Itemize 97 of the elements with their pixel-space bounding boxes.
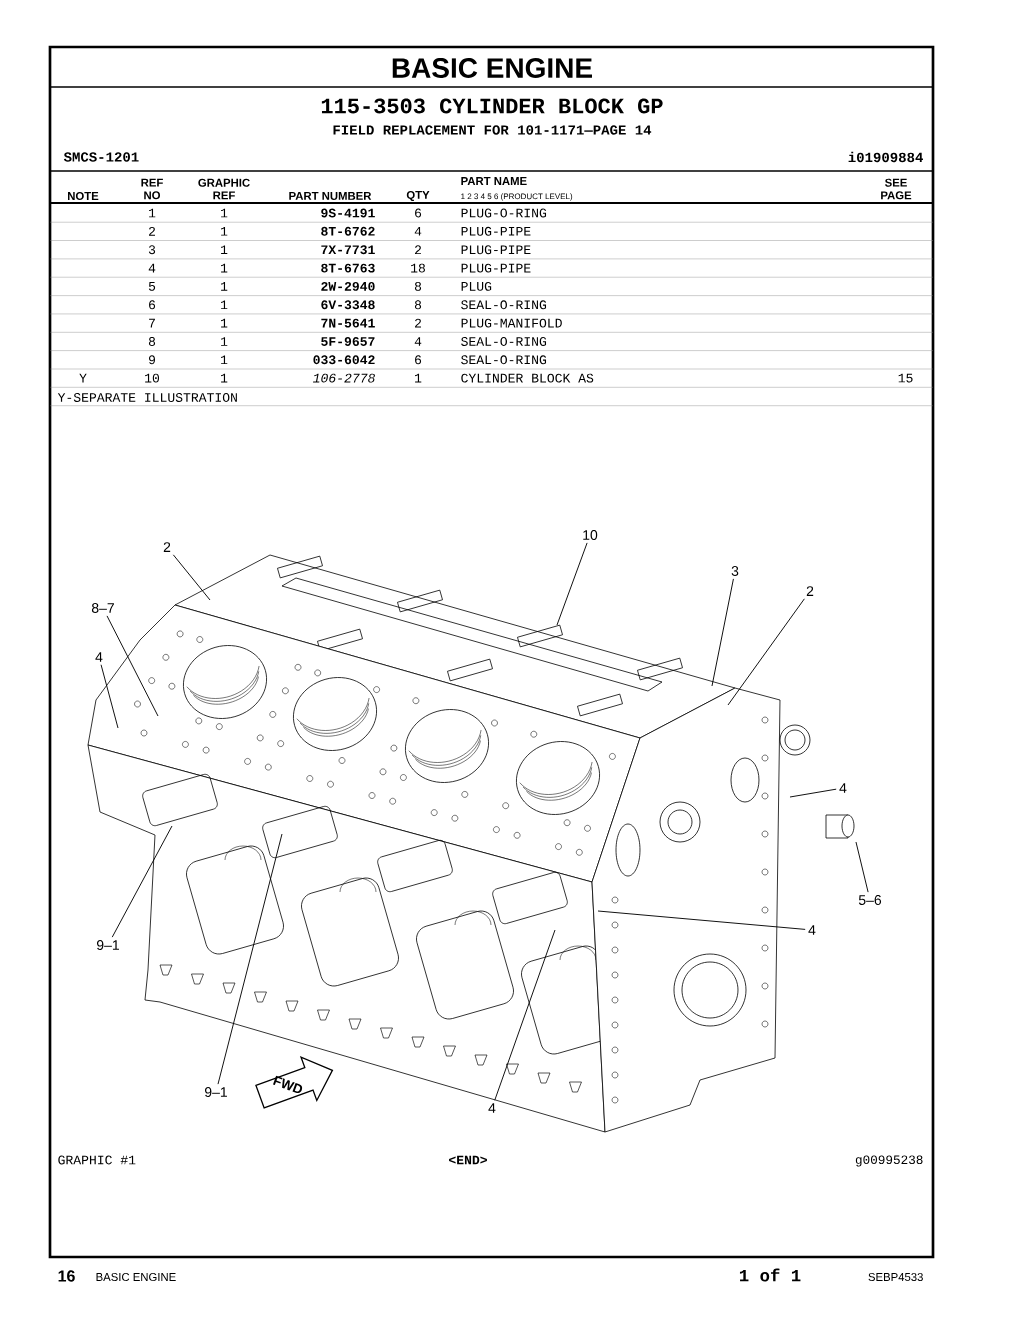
table-cell: 4 xyxy=(148,263,156,273)
table-cell: 1 xyxy=(221,373,228,383)
table-cell: PLUG-MANIFOLD xyxy=(461,318,562,328)
table-cell: 7X-7731 xyxy=(321,245,375,255)
callout-number: 2 xyxy=(163,542,171,552)
table-cell: 1 xyxy=(221,227,228,236)
column-header: PART NUMBER xyxy=(289,192,372,200)
page-number: 16 xyxy=(58,1270,75,1282)
table-cell: 7N-5641 xyxy=(321,318,375,328)
document-number: SEBP4533 xyxy=(868,1273,923,1281)
table-cell: 2W-2940 xyxy=(321,281,375,291)
leader-line xyxy=(494,929,556,1101)
column-header: QTY xyxy=(406,190,430,202)
table-cell: 8 xyxy=(414,281,422,291)
table-cell: PLUG-PIPE xyxy=(461,263,531,273)
table-cell: SEAL-O-RING xyxy=(461,300,547,310)
table-cell: 1 xyxy=(149,208,156,218)
table-cell: 6 xyxy=(415,355,422,365)
leader-line xyxy=(597,910,806,930)
code-label: i01909884 xyxy=(848,151,923,163)
table-cell: 8 xyxy=(414,300,422,310)
table-cell: 1 xyxy=(221,337,228,346)
table-cell: 8 xyxy=(148,337,156,346)
end-marker: <END> xyxy=(449,1155,487,1165)
leader-line xyxy=(111,825,173,938)
column-header: 1 2 3 4 5 6 (PRODUCT LEVEL) xyxy=(461,193,573,201)
leader-line xyxy=(711,578,734,687)
page-title: BASIC ENGINE xyxy=(392,58,592,78)
table-cell: 5F-9657 xyxy=(321,337,375,346)
table-cell: SEAL-O-RING xyxy=(461,355,547,365)
table-cell: 6 xyxy=(149,300,156,310)
callout-number: 8–7 xyxy=(91,603,114,613)
table-cell: 106-2778 xyxy=(313,373,375,383)
column-header: PART NAME xyxy=(461,177,527,185)
column-header: REF NO xyxy=(141,178,163,200)
table-cell: 6V-3348 xyxy=(321,300,375,310)
table-cell: 10 xyxy=(145,373,160,383)
table-cell: 033-6042 xyxy=(313,355,375,365)
table-cell: 7 xyxy=(149,318,155,328)
table-cell: 15 xyxy=(898,373,913,383)
leader-line xyxy=(100,664,119,729)
column-header: GRAPHIC REF xyxy=(198,178,250,200)
table-cell: PLUG-PIPE xyxy=(461,245,531,255)
table-cell: 2 xyxy=(415,245,421,255)
table-cell: 9S-4191 xyxy=(321,208,375,218)
callout-number: 4 xyxy=(808,925,816,935)
table-cell: 4 xyxy=(414,227,422,236)
table-cell: PLUG xyxy=(461,281,492,291)
note: Y-SEPARATE ILLUSTRATION xyxy=(57,393,237,402)
column-header: NOTE xyxy=(68,192,99,200)
table-cell: 2 xyxy=(149,226,155,236)
table-cell: 4 xyxy=(414,337,422,346)
table-cell: 3 xyxy=(148,245,156,255)
callout-number: 10 xyxy=(583,530,598,540)
callout-number: 2 xyxy=(806,586,814,596)
subheading: FIELD REPLACEMENT FOR 101-1171—PAGE 14 xyxy=(333,125,652,135)
table-cell: 1 xyxy=(221,282,228,291)
footer-text: BASIC ENGINE xyxy=(96,1273,176,1281)
table-cell: 1 xyxy=(415,373,422,383)
table-cell: 1 xyxy=(221,245,228,254)
table-cell: 8T-6762 xyxy=(321,226,375,236)
table-cell: 6 xyxy=(415,208,422,218)
table-cell: 9 xyxy=(149,355,155,365)
table-cell: 1 xyxy=(221,208,228,218)
table-cell: 2 xyxy=(415,318,421,328)
leader-line xyxy=(106,615,159,717)
leader-line xyxy=(855,841,869,893)
table-cell: 8T-6763 xyxy=(321,263,375,273)
callout-number: 4 xyxy=(488,1103,496,1113)
table-cell: 1 xyxy=(221,263,228,273)
table-cell: SEAL-O-RING xyxy=(461,337,547,346)
table-cell: 1 xyxy=(221,318,228,328)
column-header: SEE PAGE xyxy=(881,178,912,200)
callout-number: 9–1 xyxy=(204,1087,227,1097)
leader-line xyxy=(789,788,837,798)
leader-line xyxy=(217,833,283,1085)
heading: 115-3503 CYLINDER BLOCK GP xyxy=(321,98,663,114)
table-cell: CYLINDER BLOCK AS xyxy=(461,373,594,383)
leader-line xyxy=(172,554,211,601)
table-cell: 1 xyxy=(221,355,228,365)
callout-number: 3 xyxy=(731,566,739,576)
callout-number: 9–1 xyxy=(96,940,119,950)
table-cell: PLUG-PIPE xyxy=(461,226,531,236)
table-cell: PLUG-O-RING xyxy=(461,208,547,218)
table-cell: 18 xyxy=(411,263,425,273)
leader-line xyxy=(556,542,588,626)
table-cell: Y xyxy=(79,373,87,383)
graphic-label: GRAPHIC #1 xyxy=(58,1155,136,1165)
graphic-code: g00995238 xyxy=(855,1155,923,1167)
leader-line xyxy=(727,598,805,706)
table-cell: 5 xyxy=(148,282,156,291)
code-label: SMCS-1201 xyxy=(63,152,139,162)
callout-number: 5–6 xyxy=(858,895,882,905)
table-cell: 1 xyxy=(221,300,228,310)
callout-number: 4 xyxy=(839,783,847,793)
callout-number: 4 xyxy=(95,652,103,662)
page-count: 1 of 1 xyxy=(739,1268,801,1282)
